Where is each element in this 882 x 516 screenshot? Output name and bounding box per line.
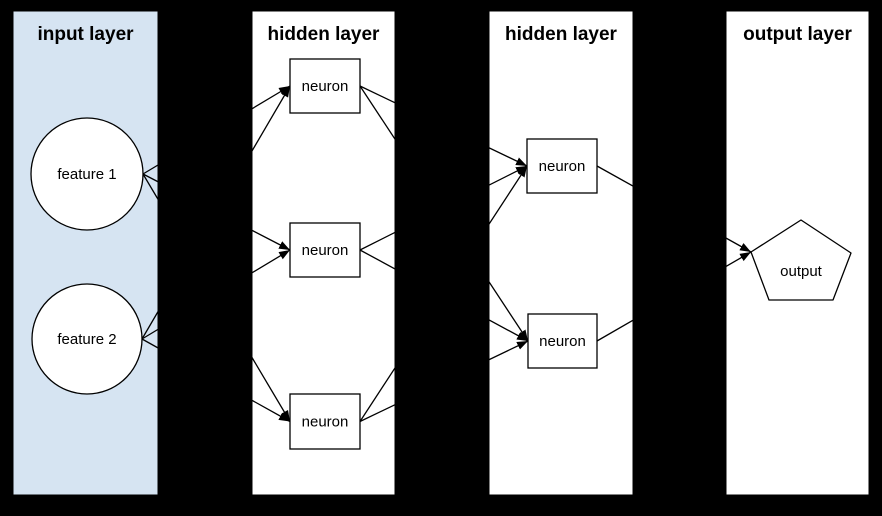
layer-title-output: output layer — [743, 24, 852, 45]
edge-feature1-neuron3 — [142, 173, 291, 422]
node-neuron5 — [527, 313, 598, 369]
node-label-output1: output — [780, 263, 823, 280]
node-label-neuron1: neuron — [302, 78, 349, 95]
edge-neuron3-neuron4 — [359, 165, 528, 422]
edge-neuron2-neuron5 — [359, 249, 529, 342]
layer-title-hidden1: hidden layer — [268, 24, 381, 45]
node-feature2 — [31, 283, 143, 395]
node-label-feature1: feature 1 — [57, 166, 116, 183]
node-label-neuron3: neuron — [302, 414, 349, 431]
node-neuron2 — [289, 222, 361, 278]
edge-feature2-neuron2 — [141, 249, 291, 340]
node-neuron4 — [526, 138, 598, 194]
layer-title-input: input layer — [37, 24, 134, 45]
node-feature1 — [30, 117, 144, 231]
edge-neuron1-neuron5 — [359, 85, 529, 342]
edge-neuron2-neuron4 — [359, 165, 528, 251]
node-neuron1 — [289, 58, 361, 114]
node-neuron3 — [289, 393, 361, 450]
edge-neuron1-neuron4 — [359, 85, 528, 167]
edge-feature1-neuron1 — [142, 85, 291, 175]
edge-neuron4-output1 — [596, 165, 752, 253]
node-label-neuron5: neuron — [539, 333, 586, 350]
layer-panel-input — [12, 10, 159, 496]
layer-title-hidden2: hidden layer — [505, 24, 618, 45]
edge-neuron5-output1 — [596, 251, 752, 342]
node-label-feature2: feature 2 — [57, 331, 116, 348]
node-output1 — [750, 219, 852, 301]
node-label-neuron2: neuron — [302, 242, 349, 259]
edge-feature2-neuron1 — [141, 85, 291, 340]
node-label-neuron4: neuron — [539, 158, 586, 175]
edge-neuron3-neuron5 — [359, 340, 529, 423]
layer-panel-hidden2 — [488, 10, 634, 496]
edge-feature2-neuron3 — [141, 338, 291, 423]
